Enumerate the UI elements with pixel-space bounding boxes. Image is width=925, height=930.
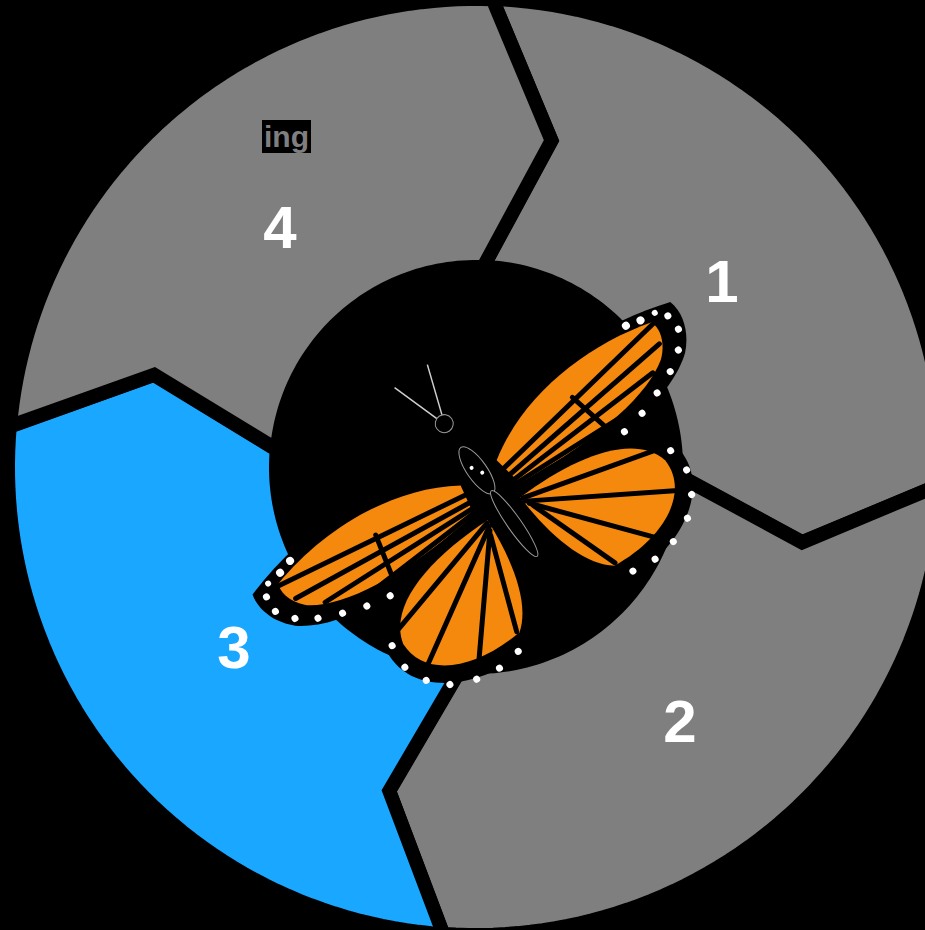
step-number: 2 bbox=[663, 692, 696, 752]
cycle-segment: 4 bbox=[0, 0, 565, 464]
step-number: 4 bbox=[263, 198, 296, 258]
step-number: 1 bbox=[705, 252, 738, 312]
title-fragment: ing bbox=[262, 120, 311, 153]
segment-outline bbox=[10, 0, 552, 450]
step-number: 3 bbox=[217, 618, 250, 678]
